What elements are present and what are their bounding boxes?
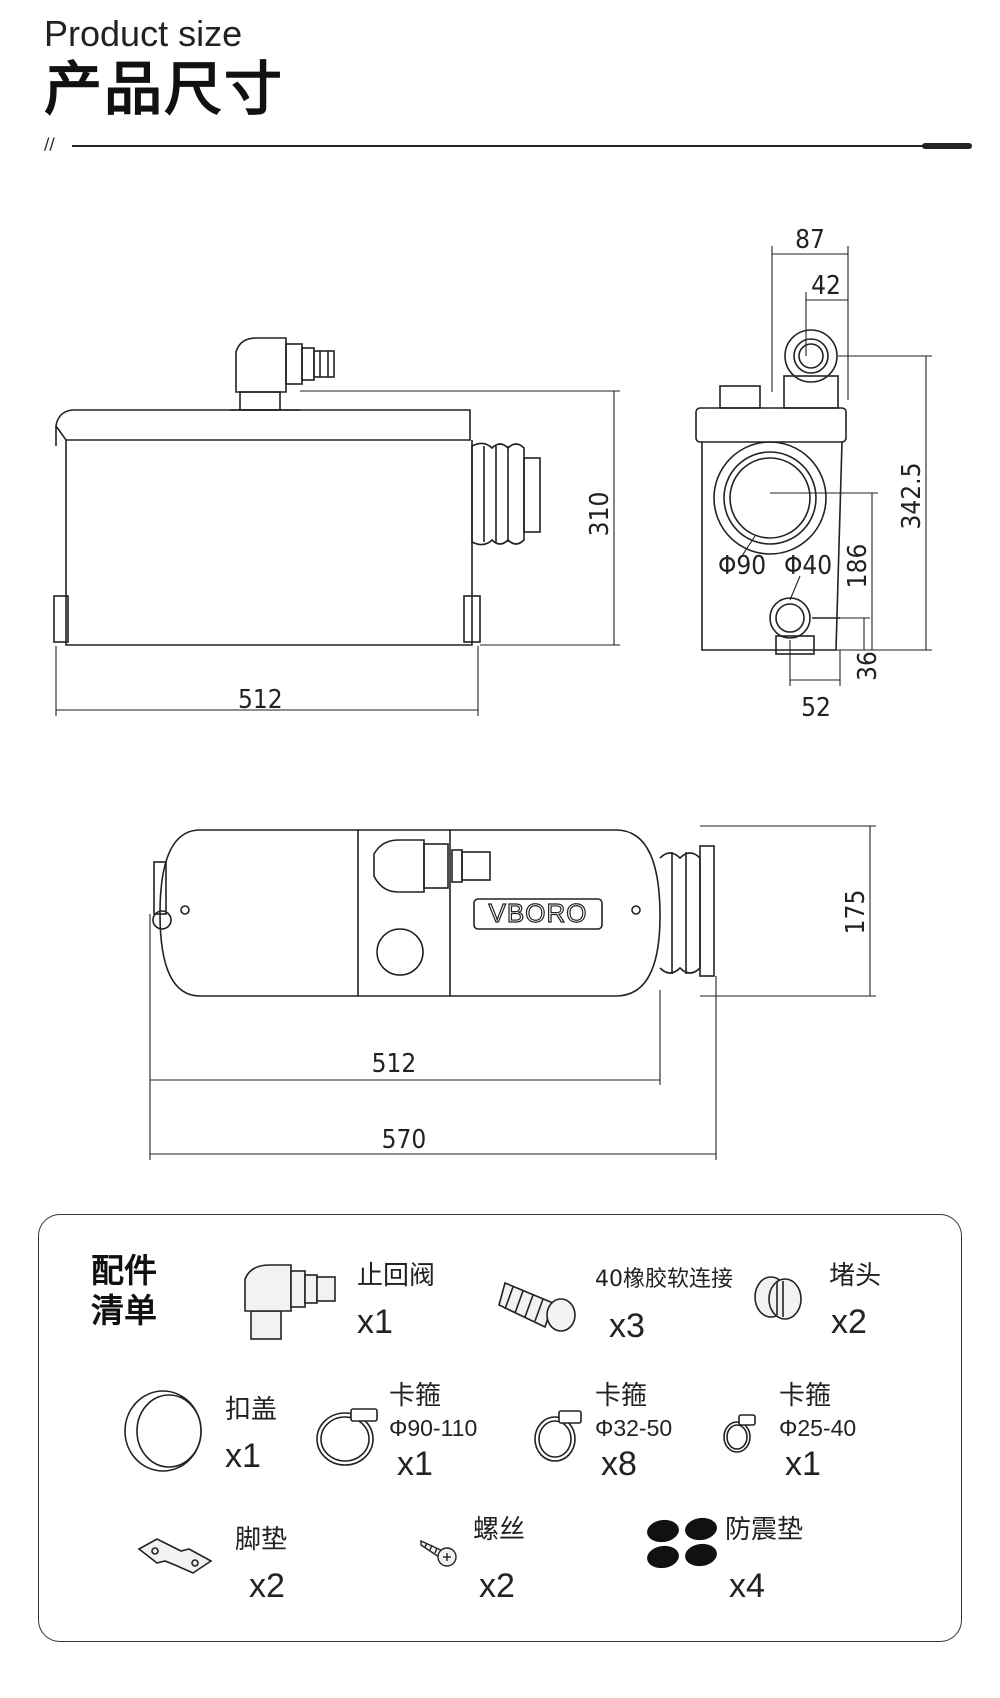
accessories-title-line1: 配件 [91,1251,157,1290]
technical-drawings: 512 310 87 42 342.5 186 36 52 Φ90 Φ40 VB… [53,225,932,1160]
accessory-qty: x8 [601,1445,637,1483]
accessory-name: 防震垫 [725,1515,804,1545]
divider-bar [922,143,972,149]
accessories-title: 配件 清单 [91,1251,157,1331]
divider-line [72,145,942,147]
page-header: Product size 产品尺寸 [44,14,284,124]
top-total-width-dim: 570 [382,1125,427,1155]
top-view-outline [152,829,715,997]
accessory-qty: x1 [397,1445,433,1483]
accessory-name: 40橡胶软连接 [595,1267,733,1292]
accessory-qty: x1 [225,1437,261,1475]
accessory-qty: x3 [609,1307,645,1345]
top-view-dimensions [149,825,876,1160]
page-title-en: Product size [44,13,243,54]
accessory-spec: Φ90-110 [389,1415,478,1441]
accessory-name: 止回阀 [357,1261,436,1291]
side-total-height-dim: 342.5 [897,463,927,530]
accessory-name: 扣盖 [225,1395,278,1425]
brand-logo-label: VBORO [489,898,588,928]
check-valve-icon [244,1264,336,1340]
accessories-title-line2: 清单 [91,1291,157,1330]
front-height-dim: 310 [585,492,615,537]
accessory-name: 脚垫 [235,1525,288,1555]
page-title-cn: 产品尺寸 [44,55,285,123]
cover-cap-icon [124,1390,202,1472]
screw-icon [420,1539,457,1567]
accessory-qty: x2 [479,1567,515,1605]
header-divider: // [44,134,972,153]
side-top-width-dim: 87 [795,225,825,255]
accessory-qty: x2 [249,1567,285,1605]
accessory-qty: x4 [729,1567,765,1605]
side-outlet-height-dim: 186 [843,544,873,589]
front-view-outline [53,337,541,646]
accessory-spec: Φ25-40 [779,1415,857,1441]
side-view-dimensions [737,246,932,686]
hose-clamp-icon [316,1408,378,1466]
accessory-name: 螺丝 [473,1515,526,1545]
accessory-name: 堵头 [829,1261,882,1291]
accessory-name: 卡箍 [595,1381,648,1411]
hose-clamp-icon [534,1410,582,1462]
front-view-dimensions [55,390,620,716]
side-bottom-offset-dim: 52 [801,693,831,723]
accessory-spec: Φ32-50 [595,1415,673,1441]
hose-clamp-icon [723,1414,756,1453]
top-depth-dim: 175 [841,890,871,935]
large-inlet-diameter-dim: Φ90 [718,551,766,581]
accessory-qty: x1 [357,1303,393,1341]
top-body-width-dim: 512 [372,1049,417,1079]
anti-vibration-pad-icon [647,1517,717,1569]
side-small-inlet-height-dim: 36 [853,651,883,681]
accessory-qty: x2 [831,1303,867,1341]
front-width-dim: 512 [238,685,283,715]
small-inlet-diameter-dim: Φ40 [784,551,832,581]
accessories-panel: 配件 清单 止回阀 x1 40橡胶软连接 x3 [38,1214,962,1642]
accessory-qty: x1 [785,1445,821,1483]
side-top-offset-dim: 42 [811,271,841,301]
accessory-name: 卡箍 [389,1381,442,1411]
foot-pad-icon [137,1538,213,1574]
accessory-name: 卡箍 [779,1381,832,1411]
divider-mark: // [44,134,55,153]
side-view-outline [695,329,847,655]
plug-icon [754,1276,802,1320]
rubber-connector-icon [498,1281,576,1332]
